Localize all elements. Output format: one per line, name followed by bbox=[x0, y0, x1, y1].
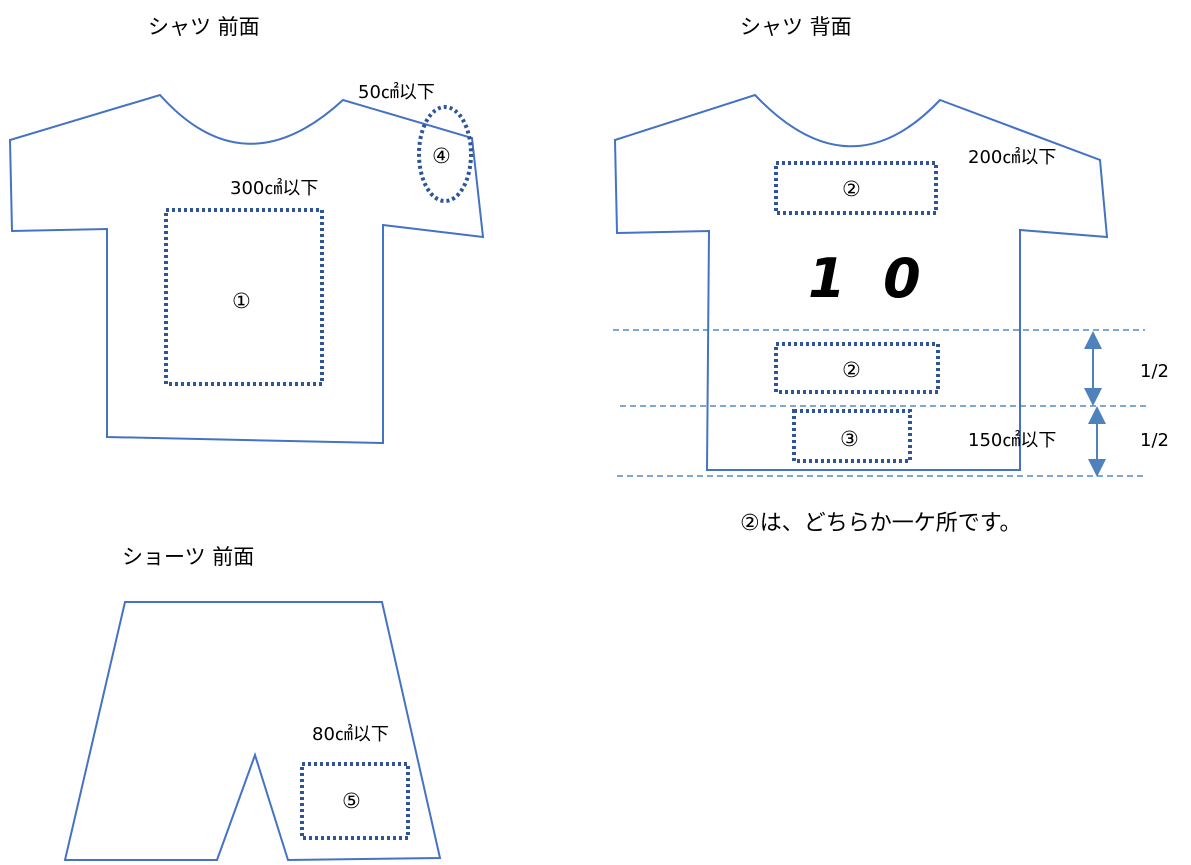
shirt-back-title: シャツ 背面 bbox=[740, 15, 852, 39]
front-zone-1-label: ① bbox=[232, 289, 251, 313]
front-zone-1-limit: 300㎠以下 bbox=[230, 177, 318, 199]
shorts-front: ショーツ 前面 80㎠以下 ⑤ bbox=[63, 545, 442, 862]
upper-half-ratio: 1/2 bbox=[1140, 361, 1169, 382]
back-zone-2-lower-box bbox=[774, 342, 940, 394]
shirt-back-outline bbox=[613, 93, 1109, 471]
shorts-zone-5-label: ⑤ bbox=[342, 789, 361, 813]
back-zone-2-upper-box bbox=[774, 161, 938, 215]
back-number: 1 0 bbox=[808, 247, 921, 310]
shirt-front-outline bbox=[8, 93, 485, 445]
front-zone-1-box bbox=[164, 208, 324, 386]
shorts-zone-5-limit: 80㎠以下 bbox=[312, 723, 389, 745]
back-zone-3-box bbox=[792, 409, 912, 463]
front-zone-4-label: ④ bbox=[432, 144, 451, 168]
placement-note: ②は、どちらか一ケ所です。 bbox=[740, 511, 1022, 536]
lower-half-ratio: 1/2 bbox=[1140, 430, 1169, 451]
back-zone-2-lower-label: ② bbox=[842, 358, 861, 382]
front-zone-4-ellipse bbox=[417, 105, 473, 203]
shorts-front-title: ショーツ 前面 bbox=[122, 545, 254, 569]
shirt-front: シャツ 前面 300㎠以下 ① 50㎠以下 ④ bbox=[8, 15, 485, 445]
shirt-front-title: シャツ 前面 bbox=[148, 15, 260, 39]
back-zone-3-label: ③ bbox=[840, 427, 859, 451]
back-zone-3-limit: 150㎠以下 bbox=[968, 429, 1056, 451]
back-zone-2-upper-label: ② bbox=[842, 177, 861, 201]
shirt-back: シャツ 背面 ② 200㎠以下 1 0 ② ③ 150㎠以下 1/2 1/2 ②… bbox=[613, 15, 1169, 536]
front-zone-4-limit: 50㎠以下 bbox=[358, 81, 435, 103]
shorts-front-outline bbox=[63, 601, 442, 862]
back-zone-2-limit: 200㎠以下 bbox=[968, 146, 1056, 168]
